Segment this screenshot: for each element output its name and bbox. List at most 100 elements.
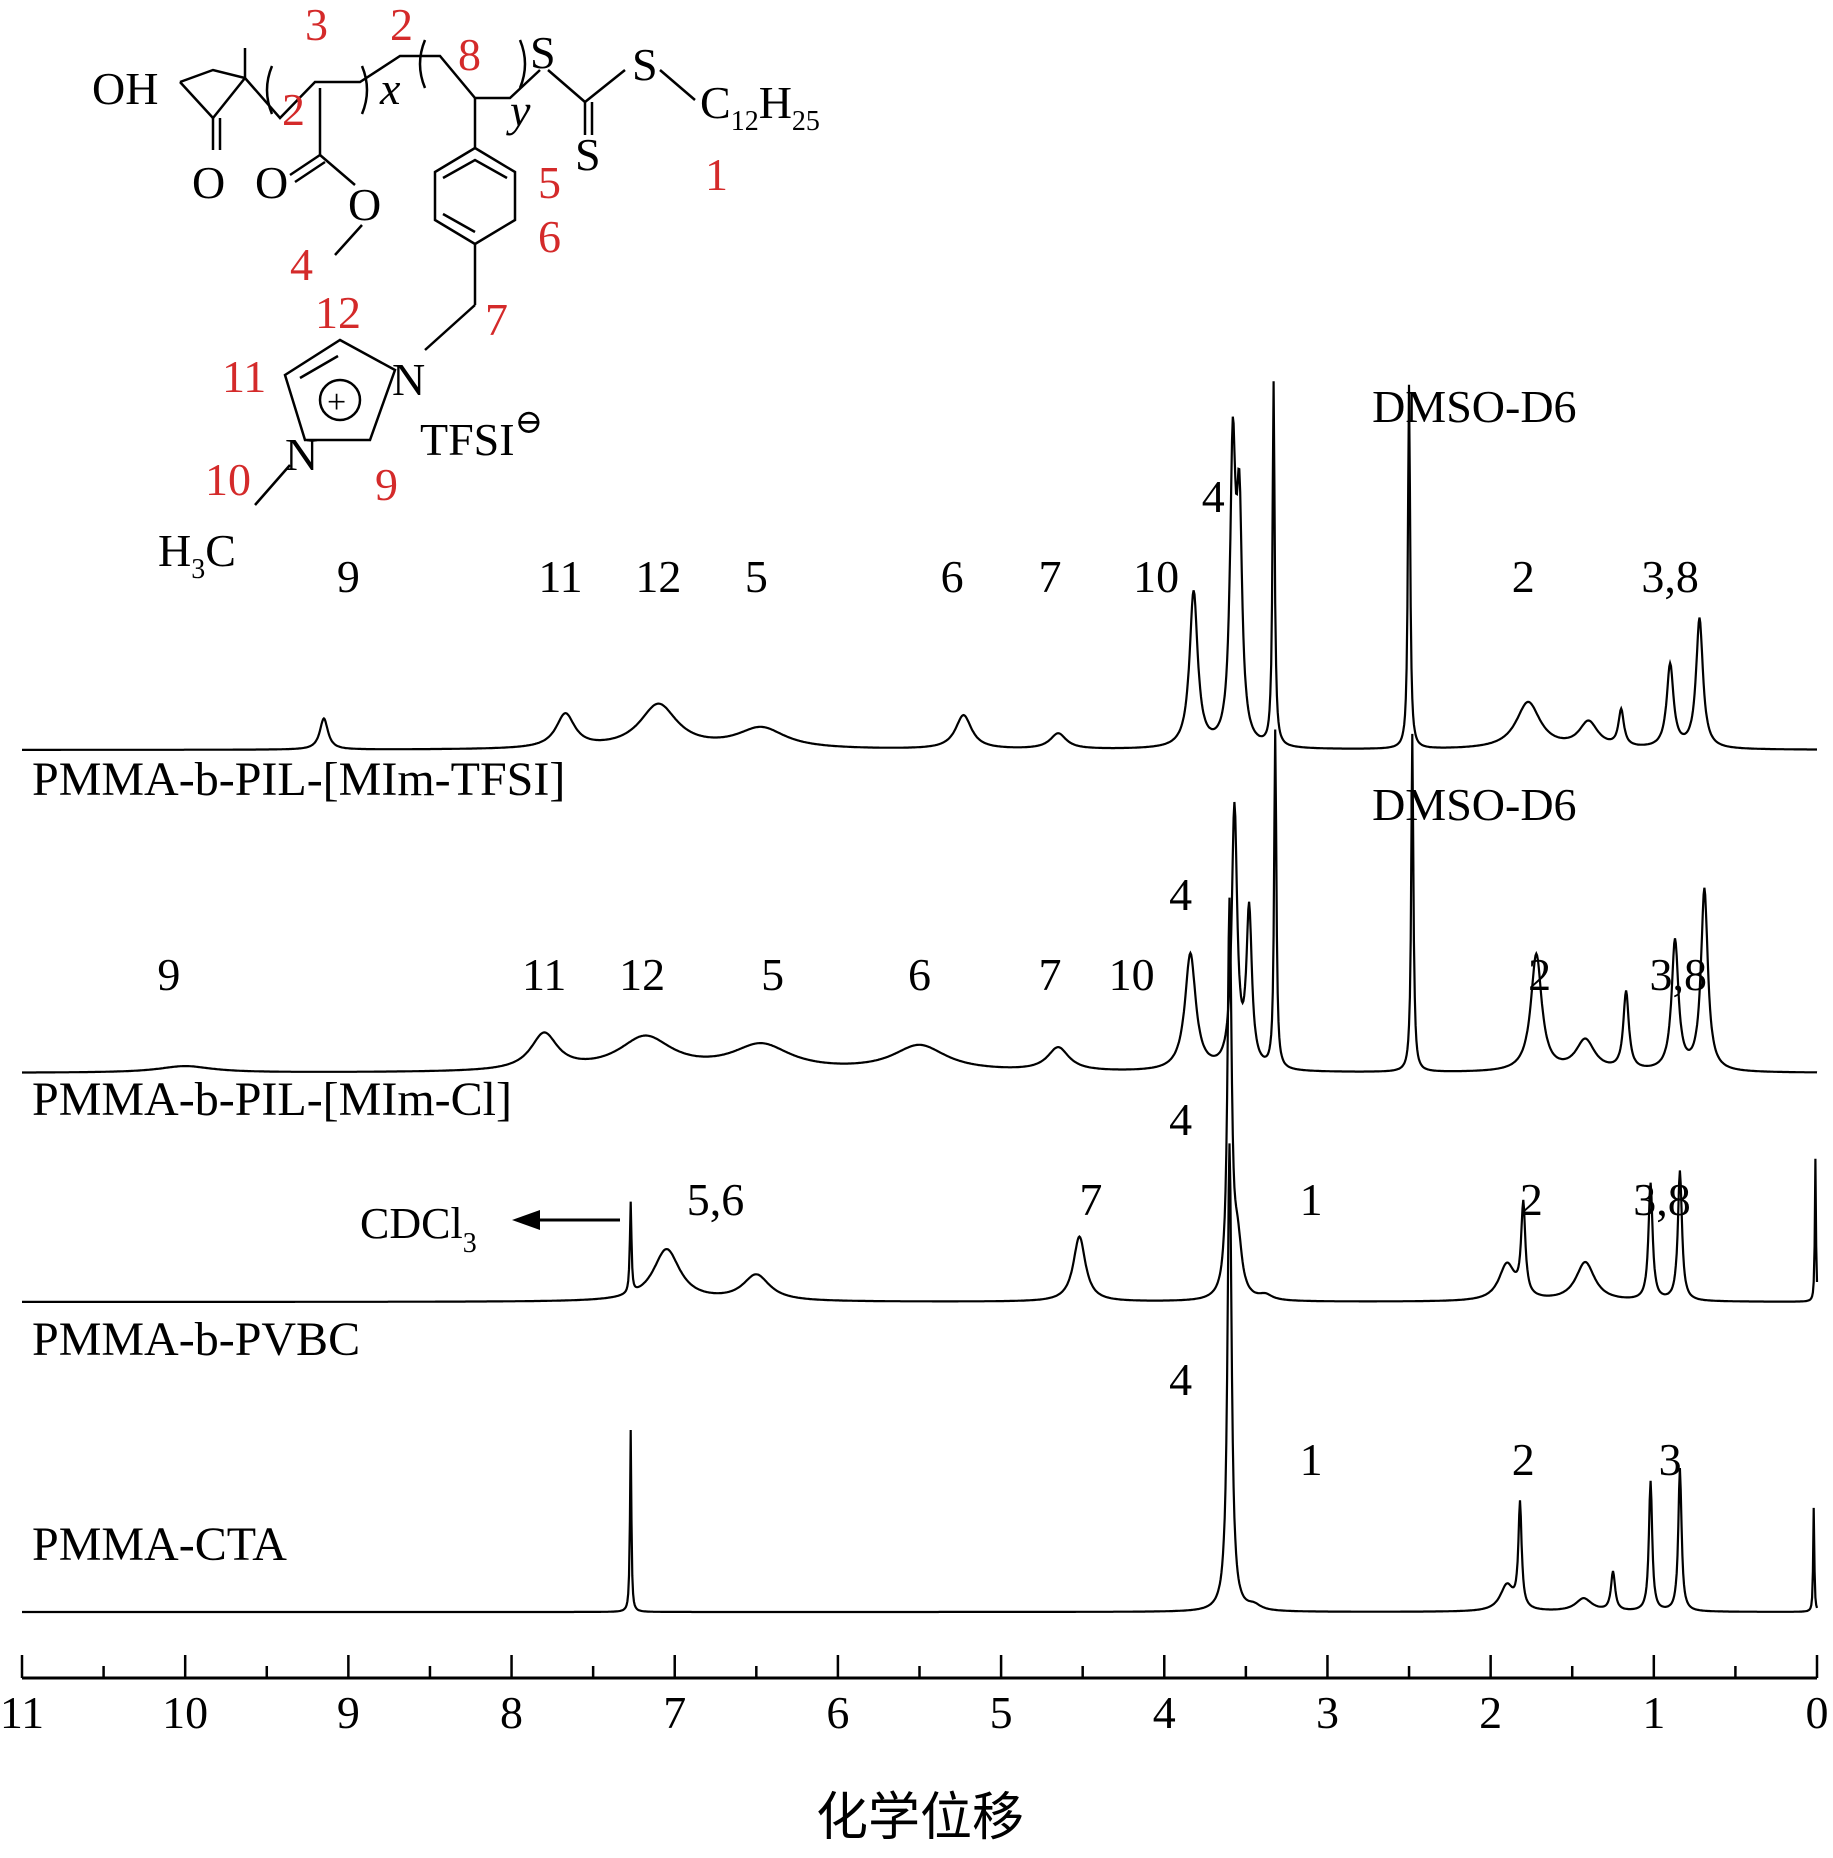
x-tick-label-9: 9 xyxy=(337,1687,360,1738)
bracket-y-left xyxy=(418,39,427,89)
peak-label-0-3: 5 xyxy=(745,551,768,602)
peak-label-2-3: 1 xyxy=(1300,1174,1323,1225)
label-7: 7 xyxy=(485,294,508,345)
ctc-bond-2 xyxy=(584,69,626,103)
label-3: 3 xyxy=(305,0,328,50)
peak-label-0-9: 3,8 xyxy=(1641,551,1699,602)
series-name-2: PMMA-b-PVBC xyxy=(32,1313,360,1366)
atom-c12h25: C12H25 xyxy=(700,77,820,137)
atom-s1: S xyxy=(530,27,556,78)
label-1: 1 xyxy=(705,149,728,200)
x-tick-label-11: 11 xyxy=(0,1687,44,1738)
peak-label-0-6: 10 xyxy=(1133,551,1179,602)
atom-tfsi: TFSI⊖ xyxy=(420,404,543,465)
peak-label-0-5: 7 xyxy=(1039,551,1062,602)
label-2b: 2 xyxy=(282,84,305,135)
structure-labels: 3 2 8 2 1 5 6 4 12 7 11 10 9 xyxy=(205,0,728,510)
peak-label-0-4: 6 xyxy=(941,551,964,602)
imidazolium-ring xyxy=(283,338,397,442)
imidazolium-charge-circle xyxy=(318,378,362,422)
peak-label-2-4: 2 xyxy=(1520,1174,1543,1225)
spectrum-line-1 xyxy=(22,729,1818,1074)
peak-label-2-2: 4 xyxy=(1169,1094,1192,1145)
atom-oh: OH xyxy=(92,63,158,114)
peak-label-1-10: DMSO-D6 xyxy=(1372,779,1576,830)
x-tick-label-2: 2 xyxy=(1479,1687,1502,1738)
ctc-bond-1 xyxy=(547,69,586,103)
label-6: 6 xyxy=(538,211,561,262)
backbone-bond xyxy=(179,54,541,120)
atom-o2: O xyxy=(255,157,288,208)
peak-label-3-3: 3 xyxy=(1659,1434,1682,1485)
atom-h3c: H3C xyxy=(158,525,236,585)
cdcl3-label: CDCl3 xyxy=(360,1199,477,1259)
peak-label-3-2: 2 xyxy=(1512,1434,1535,1485)
label-4: 4 xyxy=(290,239,313,290)
x-tick-label-0: 0 xyxy=(1806,1687,1829,1738)
spectrum-line-2 xyxy=(22,897,1819,1304)
chemical-structure xyxy=(179,39,696,506)
ctc-chain-bond xyxy=(659,69,696,101)
label-11: 11 xyxy=(222,351,266,402)
series-name-1: PMMA-b-PIL-[MIm-Cl] xyxy=(32,1073,512,1126)
peak-label-1-0: 9 xyxy=(157,949,180,1000)
imidazolium-double xyxy=(299,354,339,380)
x-tick-label-7: 7 xyxy=(663,1687,686,1738)
peak-label-1-9: 3,8 xyxy=(1650,949,1708,1000)
atom-o1: O xyxy=(192,157,225,208)
label-12: 12 xyxy=(315,287,361,338)
label-2a: 2 xyxy=(390,0,413,50)
cdcl3-arrow-head xyxy=(512,1210,540,1230)
acid-oh-bond xyxy=(179,81,214,119)
ester-double-2 xyxy=(294,160,326,184)
peak-label-3-1: 1 xyxy=(1300,1434,1323,1485)
bracket-y-right xyxy=(518,39,527,89)
bracket-x-right xyxy=(360,65,369,115)
atom-y: y xyxy=(506,85,531,136)
peak-label-1-4: 6 xyxy=(908,949,931,1000)
peak-label-1-5: 7 xyxy=(1039,949,1062,1000)
peak-label-0-0: 9 xyxy=(337,551,360,602)
phenyl-inner-bonds xyxy=(442,158,508,180)
acid-c-bond xyxy=(212,77,246,119)
peak-label-1-2: 12 xyxy=(619,949,665,1000)
atom-s3: S xyxy=(575,129,601,180)
x-axis-label: 化学位移 xyxy=(816,1790,1024,1847)
peak-label-3-0: 4 xyxy=(1169,1354,1192,1405)
atom-n1: N xyxy=(392,354,425,405)
spectrum-line-3 xyxy=(22,1143,1819,1614)
label-5: 5 xyxy=(538,157,561,208)
peak-label-1-8: 2 xyxy=(1528,949,1551,1000)
peak-label-2-5: 3,8 xyxy=(1633,1174,1691,1225)
atom-n2: N xyxy=(285,429,318,480)
ester-double-1 xyxy=(289,153,321,177)
peak-label-1-3: 5 xyxy=(761,949,784,1000)
series-name-0: PMMA-b-PIL-[MIm-TFSI] xyxy=(32,753,565,806)
atom-x: x xyxy=(379,63,401,114)
spectra-group xyxy=(22,381,1819,1614)
bracket-x-left xyxy=(265,65,274,115)
x-tick-label-6: 6 xyxy=(826,1687,849,1738)
ester-o-bond xyxy=(319,154,356,186)
peak-label-0-10: DMSO-D6 xyxy=(1372,381,1576,432)
x-tick-label-3: 3 xyxy=(1316,1687,1339,1738)
benzyl-bond-2 xyxy=(424,304,476,351)
n-methyl-bond xyxy=(254,464,291,506)
label-8: 8 xyxy=(458,29,481,80)
ester-methyl-bond xyxy=(334,224,363,256)
series-name-3: PMMA-CTA xyxy=(32,1518,287,1571)
atom-o3: O xyxy=(348,179,381,230)
peak-label-1-1: 11 xyxy=(522,949,566,1000)
x-tick-label-8: 8 xyxy=(500,1687,523,1738)
peak-label-1-6: 10 xyxy=(1109,949,1155,1000)
structure-atoms: OH O O O x y S S S C12H25 N N + TFSI⊖ H3… xyxy=(92,27,820,585)
peak-label-0-8: 2 xyxy=(1512,551,1535,602)
x-tick-label-4: 4 xyxy=(1153,1687,1176,1738)
x-tick-label-5: 5 xyxy=(990,1687,1013,1738)
peak-label-0-7: 4 xyxy=(1202,471,1225,522)
atom-plus: + xyxy=(327,384,346,421)
phenyl-ring xyxy=(433,146,517,246)
